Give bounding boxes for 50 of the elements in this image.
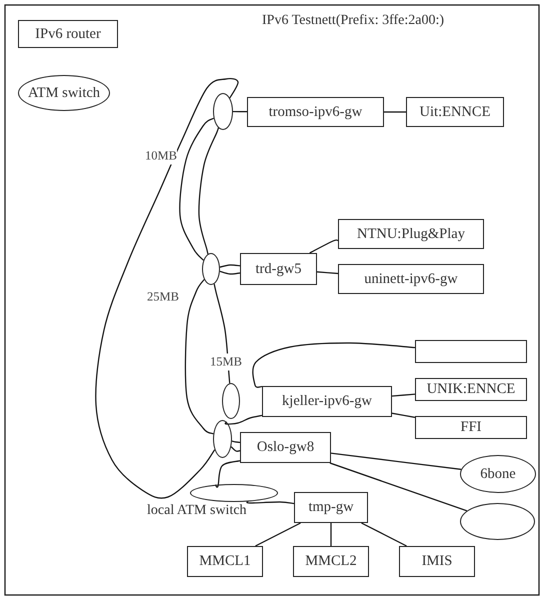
router-box: uninett-ipv6-gw: [338, 264, 484, 294]
router-box: MMCL2: [293, 546, 369, 577]
link-line: [95, 78, 239, 499]
link-line: [220, 264, 240, 268]
router-box: tromso-ipv6-gw: [247, 97, 384, 127]
switch-ellipse: ATM switch: [18, 75, 110, 111]
link-line: [220, 270, 240, 275]
router-box: Uit:ENNCE: [406, 97, 504, 127]
network-ellipse: 6bone: [460, 455, 536, 493]
link-line: [198, 128, 219, 254]
switch-ellipse: [213, 93, 233, 130]
node-caption: local ATM switch: [147, 503, 247, 519]
link-line: [330, 452, 462, 470]
link-line: [246, 501, 294, 504]
switch-ellipse: [213, 420, 232, 458]
switch-ellipse: [222, 383, 240, 419]
link-line: [309, 239, 338, 254]
edge-label: 10MB: [145, 148, 177, 164]
link-line: [214, 460, 240, 488]
link-line: [179, 118, 214, 261]
link-line: [392, 394, 416, 397]
switch-ellipse: [190, 484, 278, 502]
link-line: [255, 522, 301, 547]
edge-label: 15MB: [210, 354, 242, 370]
link-line: [330, 523, 332, 546]
switch-ellipse: [202, 253, 220, 285]
network-ellipse: [460, 503, 535, 540]
link-line: [384, 111, 406, 113]
router-box: kjeller-ipv6-gw: [262, 386, 392, 417]
router-box: [415, 340, 527, 363]
router-box: MMCL1: [187, 546, 263, 577]
router-box: tmp-gw: [294, 492, 368, 523]
router-box: UNIK:ENNCE: [415, 378, 527, 401]
router-box: trd-gw5: [240, 253, 317, 285]
router-box: NTNU:Plug&Play: [338, 219, 484, 249]
router-box: Oslo-gw8: [240, 432, 331, 463]
link-line: [252, 342, 416, 388]
router-box: FFI: [415, 416, 527, 439]
link-line: [230, 446, 240, 452]
diagram-title: IPv6 Testnett(Prefix: 3ffe:2a00:): [262, 13, 444, 29]
link-line: [361, 522, 407, 547]
link-line: [233, 110, 247, 112]
link-line: [224, 414, 262, 425]
link-line: [232, 440, 240, 444]
link-line: [316, 271, 338, 274]
link-line: [330, 462, 468, 512]
router-box: IPv6 router: [18, 20, 118, 48]
link-line: [392, 412, 416, 418]
router-box: IMIS: [399, 546, 475, 577]
link-line: [184, 279, 214, 434]
